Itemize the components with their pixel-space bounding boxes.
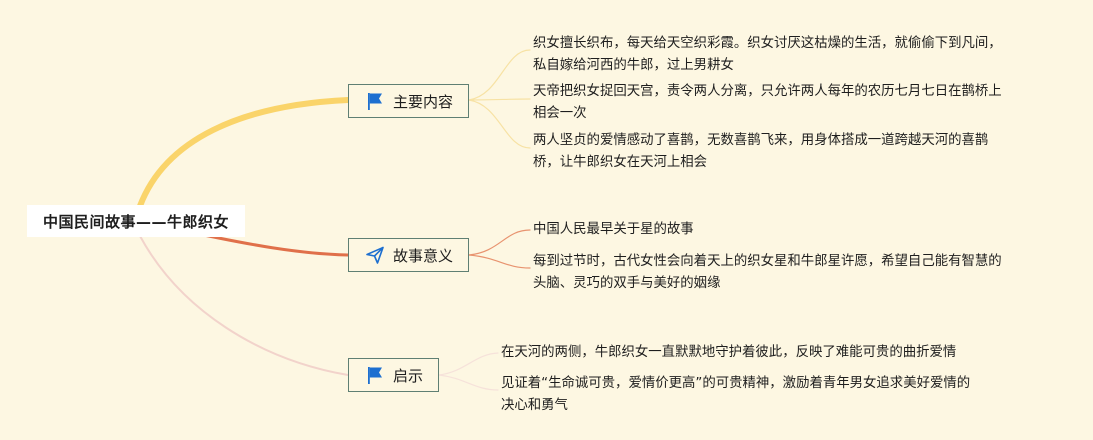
branch-label: 启示 [393,366,424,385]
connector-leaf [438,352,499,376]
leaf-text[interactable]: 中国人民最早关于星的故事 [533,222,694,237]
flag-icon [368,367,382,384]
branch-story-meaning[interactable]: 故事意义 [348,238,469,272]
root-topic[interactable]: 中国民间故事——牛郎织女 [27,205,245,237]
connector-leaf [468,49,531,101]
branch-insight[interactable]: 启示 [348,358,439,392]
connector-main [137,97,351,209]
branch-label: 故事意义 [393,246,454,265]
leaf-text[interactable]: 见证着“生命诚可贵，爱情价更高”的可贵精神，激励着青年男女追求美好爱情的 决心和… [501,376,971,413]
connector-insight [139,235,349,376]
leaf-text[interactable]: 两人坚贞的爱情感动了喜鹊，无数喜鹊飞来，用身体搭成一道跨越天河的喜鹊 桥，让牛郎… [533,133,989,170]
branch-label: 主要内容 [393,92,454,111]
connector-leaf [468,98,531,101]
connector-leaf [468,229,531,256]
branch-main-content[interactable]: 主要内容 [348,84,469,118]
leaf-text[interactable]: 天帝把织女捉回天宫，责令两人分离，只允许两人每年的农历七月七日在鹊桥上 相会一次 [533,84,1002,121]
connector-leaf [468,254,531,269]
root-topic-label: 中国民间故事——牛郎织女 [42,212,229,231]
leaf-text[interactable]: 织女擅长织布，每天给天空织彩霞。织女讨厌这枯燥的生活，就偷偷下到凡间， 私自嫁给… [533,36,1002,73]
connector-leaf [438,374,499,391]
leaf-text[interactable]: 每到过节时，古代女性会向着天上的织女星和牛郎星许愿，希望自己能有智慧的 头脑、灵… [533,254,1002,291]
connector-leaf [468,99,531,149]
flag-icon [368,93,382,110]
paper-plane-icon [366,246,384,264]
leaf-text[interactable]: 在天河的两侧，牛郎织女一直默默地守护着彼此，反映了难能可贵的曲折爱情 [501,345,957,360]
